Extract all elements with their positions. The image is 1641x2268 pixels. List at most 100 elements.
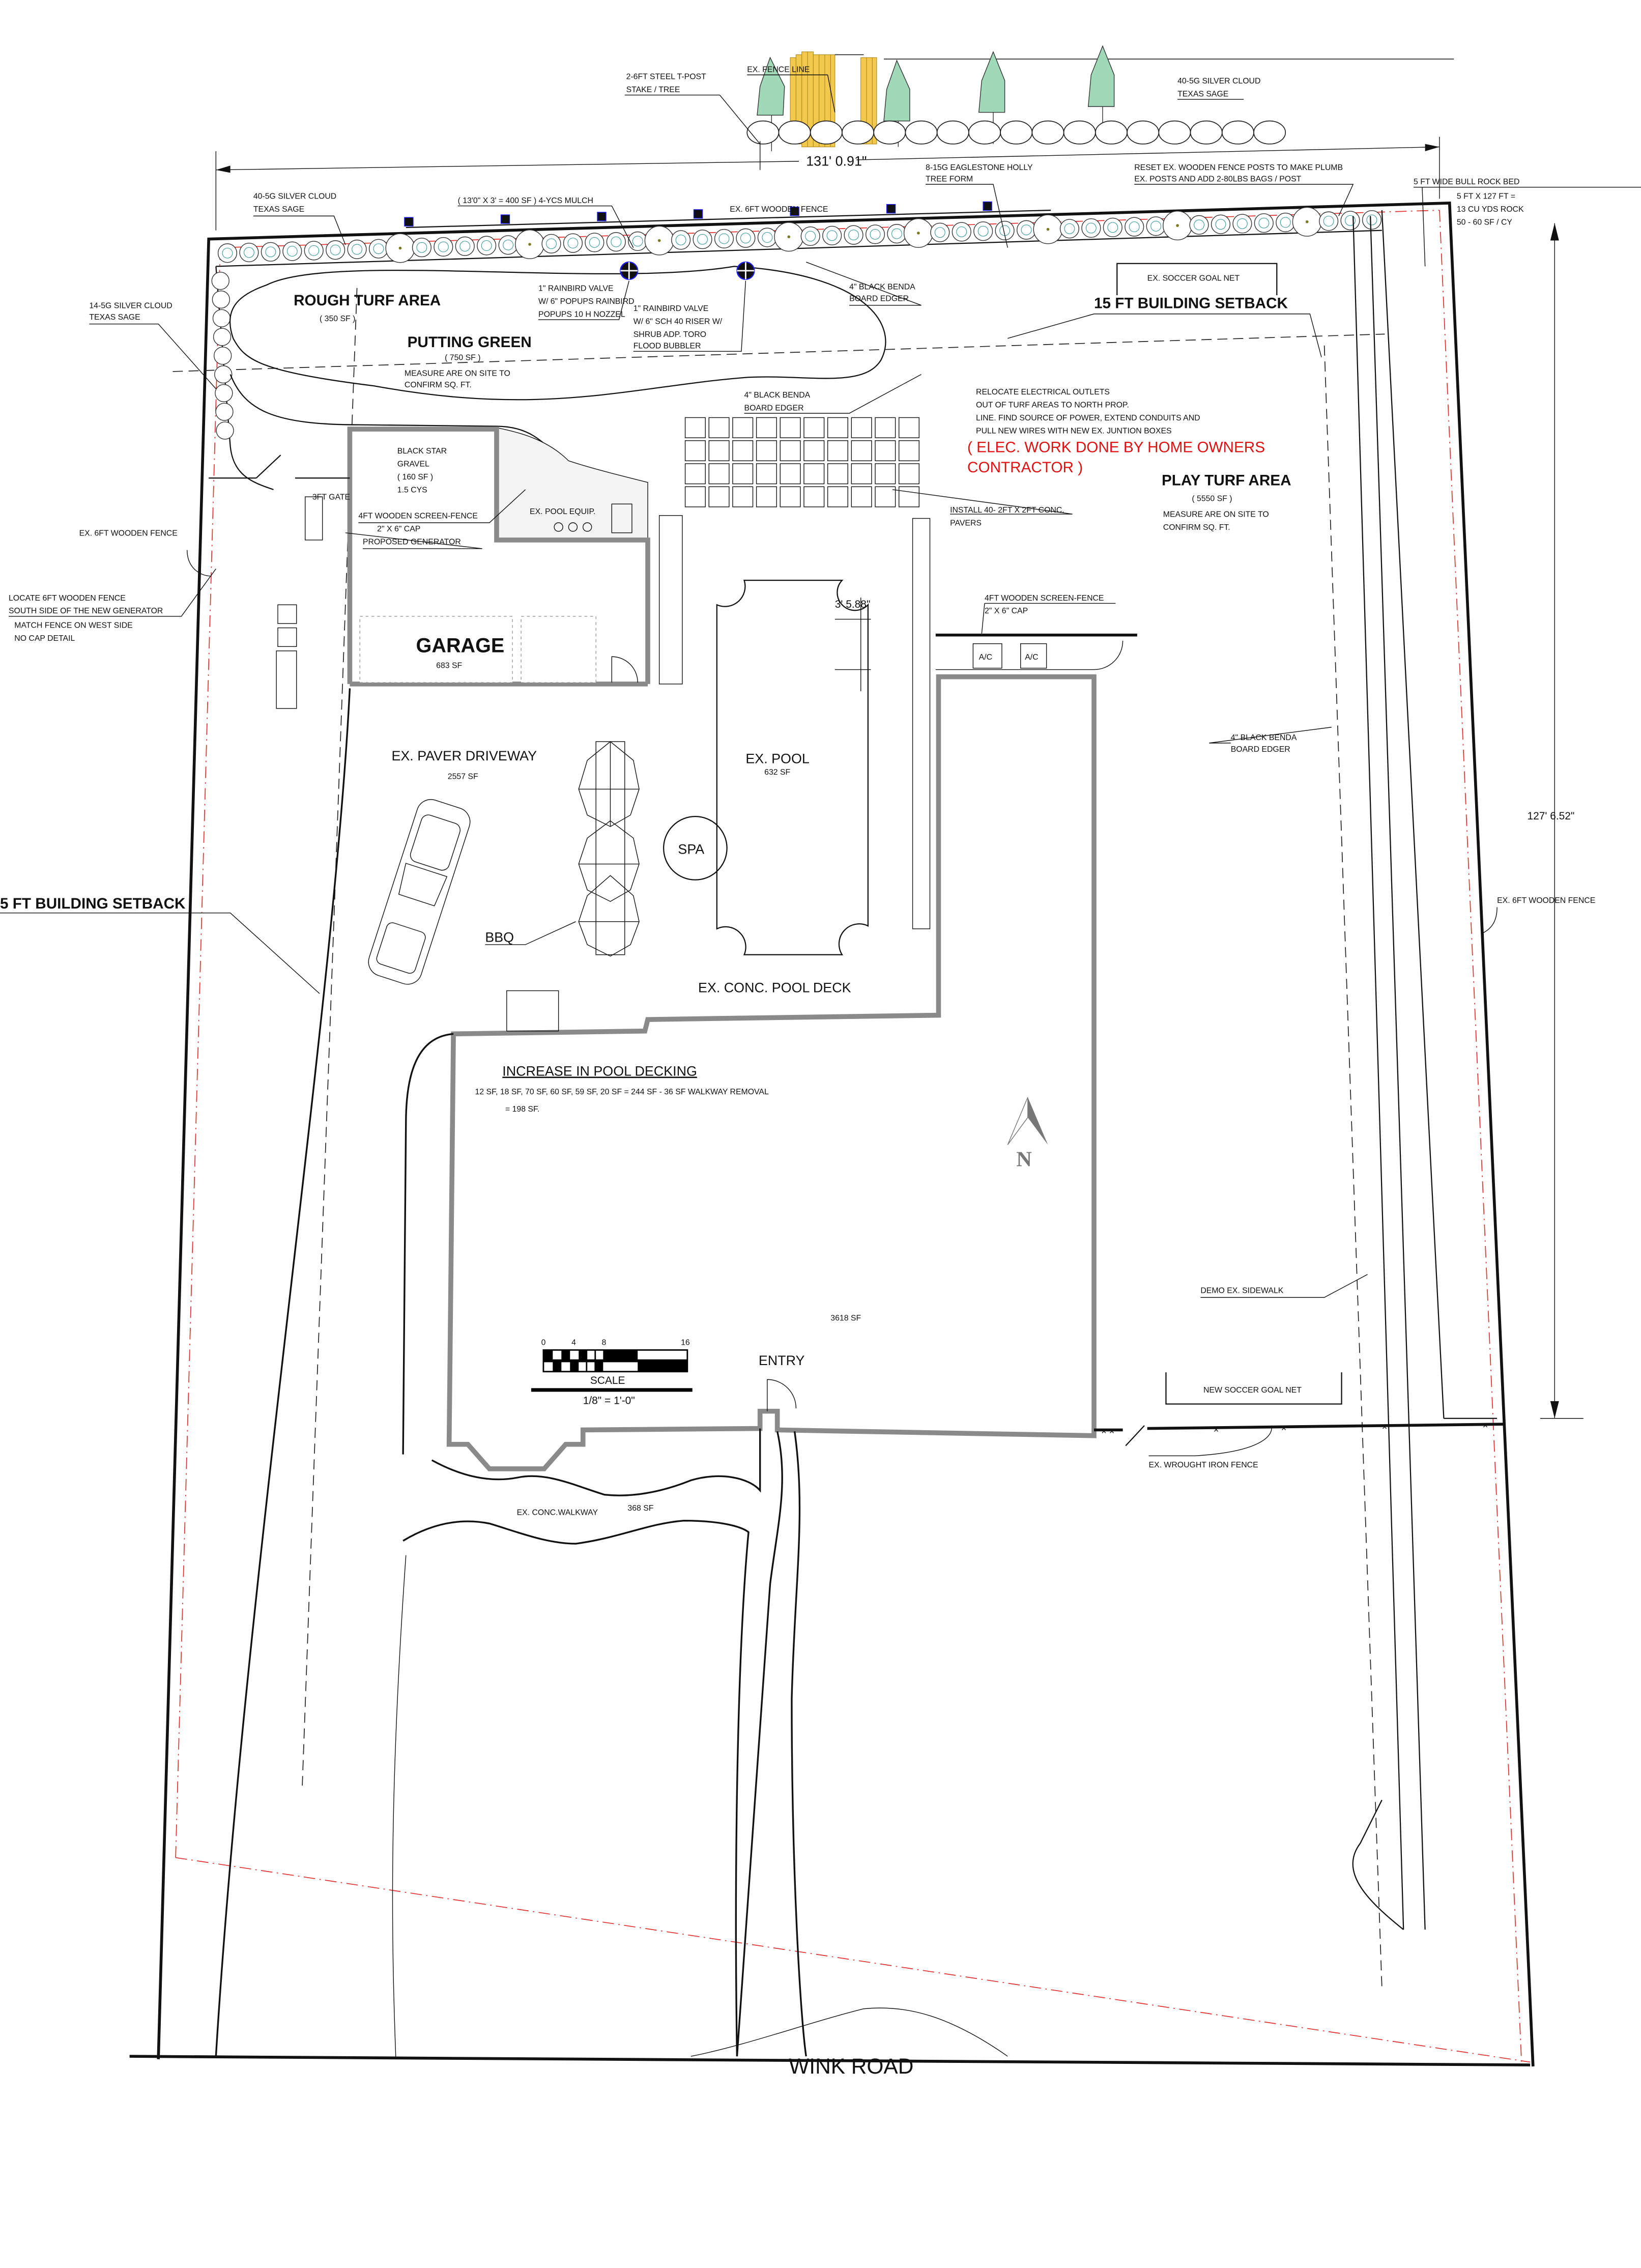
label-edger: 4" BLACK BENDA xyxy=(744,391,811,400)
scale-tick: 4 xyxy=(571,1338,576,1347)
sage-shrub-icon xyxy=(844,225,863,245)
sage-shrub-icon xyxy=(1146,216,1166,236)
paver xyxy=(851,417,872,438)
label-increase-total: = 198 SF. xyxy=(505,1105,539,1114)
label-screen-fence: 2" X 6" CAP xyxy=(985,607,1028,615)
sage-shrub-inner xyxy=(805,231,816,242)
sage-shrub-icon xyxy=(1125,217,1144,237)
paver xyxy=(851,463,872,485)
sage-elevation-icon xyxy=(810,120,843,145)
sage-shrub-inner xyxy=(243,247,254,258)
chimney xyxy=(506,990,559,1032)
sage-elevation-icon xyxy=(778,120,811,145)
sage-shrub-icon xyxy=(757,228,777,247)
sage-elevation-icon xyxy=(1095,120,1128,145)
sage-shrub-inner xyxy=(1150,220,1162,232)
label-demo-sidewalk: DEMO EX. SIDEWALK xyxy=(1200,1287,1283,1295)
scale-tick: 0 xyxy=(541,1338,546,1347)
label-play-turf-sf: ( 5550 SF ) xyxy=(1192,495,1232,503)
svg-text:×: × xyxy=(1382,1422,1388,1432)
depth-dimension-label: 127' 6.52" xyxy=(1528,810,1575,822)
label-gate: 3FT GATE xyxy=(312,493,350,502)
sage-shrub-icon xyxy=(736,228,756,248)
sage-shrub-inner xyxy=(1366,214,1377,225)
pool-dimension-label: 3' 5.88" xyxy=(835,599,871,610)
sage-shrub-inner xyxy=(1215,219,1226,230)
sage-shrub-icon xyxy=(1319,211,1339,231)
label-gravel: GRAVEL xyxy=(397,460,429,469)
sage-shrub-icon xyxy=(214,365,233,384)
sage-elevation-icon xyxy=(873,120,906,145)
label-rock-bed: 5 FT X 127 FT = xyxy=(1457,192,1515,201)
sage-shrub-inner xyxy=(308,245,320,256)
paver xyxy=(732,440,754,462)
setback-line-east xyxy=(1323,345,1383,1988)
label-sage-top: 40-5G SILVER CLOUD xyxy=(1177,77,1260,86)
fence-posts xyxy=(404,201,992,226)
label-edger: 4" BLACK BENDA xyxy=(1231,733,1297,742)
sage-elevation-icon xyxy=(1158,120,1191,145)
label-electrical-warning: CONTRACTOR ) xyxy=(967,459,1083,476)
paver xyxy=(684,486,706,507)
label-edger: BOARD EDGER xyxy=(1231,745,1290,754)
sage-shrub-icon xyxy=(952,222,971,242)
sage-shrub-icon xyxy=(213,328,232,346)
svg-text:×: × xyxy=(1214,1425,1219,1435)
sage-shrub-inner xyxy=(265,246,276,258)
svg-text:× ×: × × xyxy=(1101,1426,1114,1436)
label-sage-west: TEXAS SAGE xyxy=(89,313,140,322)
tree-center xyxy=(657,239,661,242)
fence-post-icon xyxy=(886,204,896,214)
paver xyxy=(708,417,730,438)
sage-shrub-inner xyxy=(697,234,708,245)
label-setback-west: 5 FT BUILDING SETBACK xyxy=(0,895,186,912)
entry-door-icon xyxy=(767,1379,797,1411)
road-edge xyxy=(690,2007,1008,2057)
label-sage-top: TEXAS SAGE xyxy=(1177,90,1228,99)
paver xyxy=(803,417,825,438)
sage-shrub-inner xyxy=(481,240,492,251)
label-holly: TREE FORM xyxy=(926,175,973,183)
bull-rock-bed xyxy=(1352,210,1584,1931)
tree-center xyxy=(1305,220,1309,223)
paver xyxy=(875,440,896,462)
entry-walk-edge xyxy=(791,1431,807,2057)
sage-shrub-icon xyxy=(347,239,367,259)
label-sage-west: 14-5G SILVER CLOUD xyxy=(89,301,172,310)
paver xyxy=(898,440,919,462)
label-measure: CONFIRM SQ. FT. xyxy=(405,381,472,389)
side-yard xyxy=(658,515,1137,929)
sage-shrub-inner xyxy=(762,232,773,243)
label-locate-fence: MATCH FENCE ON WEST SIDE xyxy=(14,621,132,630)
svg-text:×: × xyxy=(1281,1423,1287,1433)
sage-shrub-inner xyxy=(1258,217,1270,229)
paver xyxy=(803,463,825,485)
paver xyxy=(898,486,919,507)
sage-shrub-icon xyxy=(585,233,604,252)
sage-shrub-icon xyxy=(1362,210,1382,230)
paver xyxy=(851,486,872,507)
sage-shrub-icon xyxy=(326,240,346,260)
pool-outline xyxy=(716,580,869,955)
paver xyxy=(827,440,848,462)
sage-shrub-inner xyxy=(330,244,341,256)
setback-line xyxy=(172,333,1385,372)
sage-shrub-icon xyxy=(1254,213,1274,233)
label-pool: EX. POOL xyxy=(745,751,809,766)
fence-post-icon xyxy=(983,201,992,211)
sage-shrub-icon xyxy=(541,234,561,253)
label-rock-bed: 5 FT WIDE BULL ROCK BED xyxy=(1414,178,1519,186)
pool-equipment-box xyxy=(611,503,632,533)
property-boundary xyxy=(129,202,1535,2067)
sage-elevation-icon xyxy=(968,120,1001,145)
label-rock-bed: 13 CU YDS ROCK xyxy=(1457,205,1524,214)
scale-bar: 0 4 8 16 SCALE 1/8" = 1'-0" xyxy=(531,1338,693,1406)
sage-shrub-icon xyxy=(563,233,583,253)
label-generator: PROPOSED GENERATOR xyxy=(363,537,461,546)
sage-shrub-icon xyxy=(282,241,302,261)
sage-shrub-inner xyxy=(567,238,579,249)
label-mulch: ( 13'0" X 3' = 400 SF ) 4-YCS MULCH xyxy=(458,196,593,205)
sage-shrub-icon xyxy=(1103,217,1122,237)
label-driveway-sf: 2557 SF xyxy=(448,773,478,781)
north-label: N xyxy=(1016,1148,1032,1172)
